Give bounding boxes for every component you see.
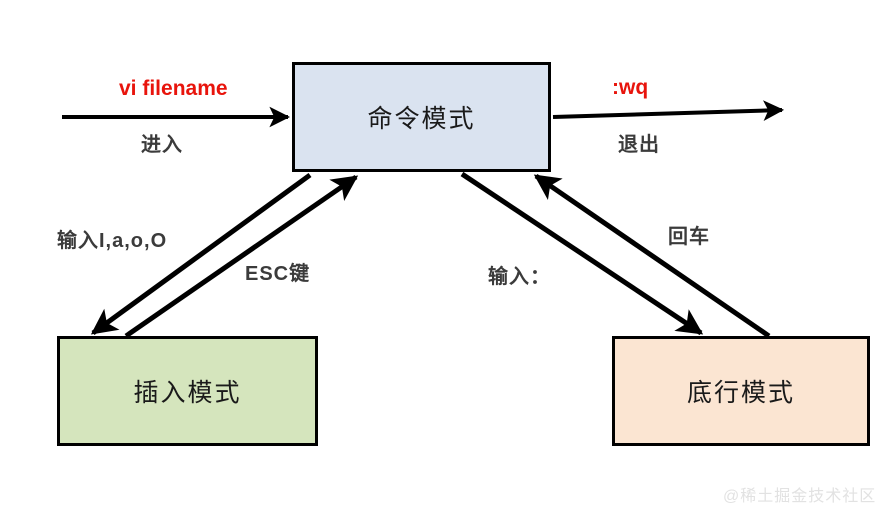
edge-label-wq: :wq bbox=[612, 76, 649, 99]
edge-label-quit: 退出 bbox=[618, 134, 660, 156]
edge-label-esc-key: ESC键 bbox=[245, 263, 311, 285]
edge-label-enter: 进入 bbox=[141, 134, 183, 156]
node-insert-mode-label: 插入模式 bbox=[133, 379, 242, 407]
edge-command-lastline bbox=[460, 171, 704, 336]
node-last-line-mode-label: 底行模式 bbox=[686, 379, 795, 407]
edge-label-vi-filename: vi filename bbox=[119, 77, 228, 100]
edge-insert-command bbox=[124, 174, 359, 339]
edge-label-colon-input: 输入： bbox=[488, 266, 551, 288]
edge-label-return-key: 回车 bbox=[668, 226, 710, 248]
edge-command-insert bbox=[90, 172, 312, 336]
edge-label-insert-keys: 输入I,a,o,O bbox=[57, 230, 168, 252]
node-command-mode[interactable]: 命令模式 bbox=[292, 62, 551, 172]
node-command-mode-label: 命令模式 bbox=[367, 105, 476, 133]
node-insert-mode[interactable]: 插入模式 bbox=[57, 336, 318, 446]
edge-command-quit bbox=[552, 100, 785, 121]
node-last-line-mode[interactable]: 底行模式 bbox=[612, 336, 870, 446]
edge-lastline-command bbox=[533, 173, 771, 339]
watermark: @稀土掘金技术社区 bbox=[723, 488, 877, 505]
